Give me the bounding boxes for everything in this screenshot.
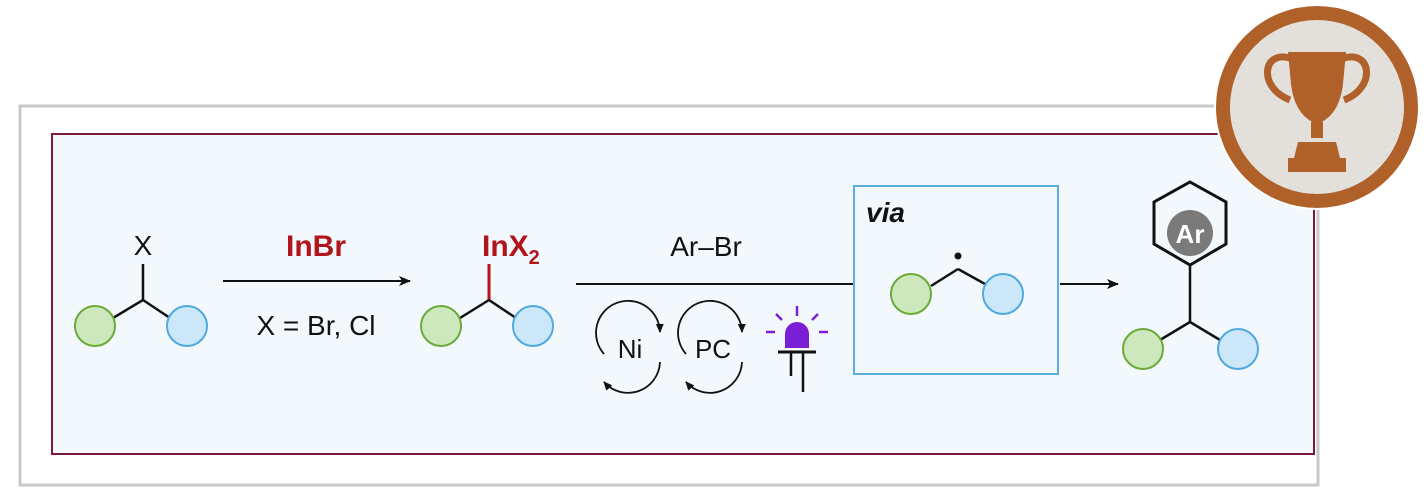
outer-frame: [18, 104, 1320, 487]
led-light-icon: [766, 306, 828, 392]
nickel-catalyst-label: Ni: [618, 334, 643, 364]
product-molecule: Ar: [1122, 180, 1259, 370]
inx2-label: InX2: [482, 230, 540, 269]
reactant-molecule: X: [74, 230, 208, 347]
catalytic-cycle-icon: PC: [677, 299, 746, 394]
leaving-group-label: X: [134, 230, 153, 261]
catalytic-cycle-icon: Ni: [595, 299, 664, 394]
aryl-circle: [1167, 210, 1213, 256]
aryl-label: Ar: [1176, 219, 1205, 249]
step1-arrow-group: InBr X = Br, Cl: [223, 230, 411, 341]
green-substituent: [420, 305, 462, 347]
reagent-arbr: Ar–Br: [670, 231, 742, 262]
green-substituent: [1122, 328, 1164, 370]
trophy-icon: [1214, 4, 1420, 210]
reagent-inbr: InBr: [286, 230, 346, 263]
blue-substituent: [1217, 328, 1259, 370]
blue-substituent: [512, 305, 554, 347]
condition-text: X = Br, Cl: [256, 310, 375, 341]
photocatalyst-label: PC: [695, 334, 731, 364]
step2-arrow-group: Ar–Br Ni PC: [576, 231, 1119, 394]
blue-substituent: [166, 305, 208, 347]
green-substituent: [890, 273, 932, 315]
blue-substituent: [982, 273, 1024, 315]
via-label: via: [866, 197, 905, 228]
green-substituent: [74, 305, 116, 347]
inx2-subscript: 2: [529, 247, 540, 269]
radical-dot: [954, 252, 962, 260]
inx2-main: InX: [482, 230, 529, 263]
radical-intermediate-box: via: [853, 185, 1059, 375]
organoindium-intermediate: InX2: [420, 230, 554, 347]
scheme-panel: [51, 133, 1315, 455]
